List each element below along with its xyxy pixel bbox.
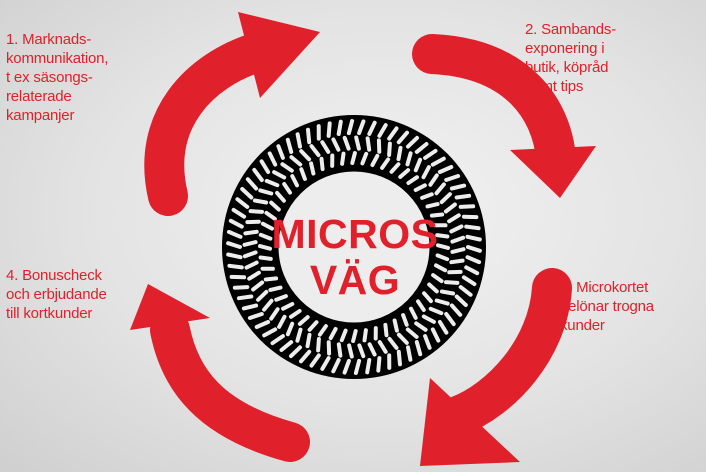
cycle-arrows [130,12,596,466]
center-title-line-2: VÄG [309,257,401,303]
cycle-arrow-4-icon [130,284,310,462]
step-3-label: 3. Microkortet belönar trogna kunder [560,279,654,334]
cycle-arrow-1-icon [144,12,320,216]
step-4-label: 4. Bonuscheck och erbjudande till kortku… [6,267,107,322]
tire-tread-ring-icon [222,115,486,379]
cycle-arrow-2-icon [412,34,596,198]
step-2-label: 2. Sambands- exponering i butik, köpråd … [525,21,616,95]
step-1-label: 1. Marknads- kommunikation, t ex säsongs… [6,31,109,124]
center-title-line-1: MICROS [271,211,439,257]
cycle-arrow-3-icon [420,268,572,466]
